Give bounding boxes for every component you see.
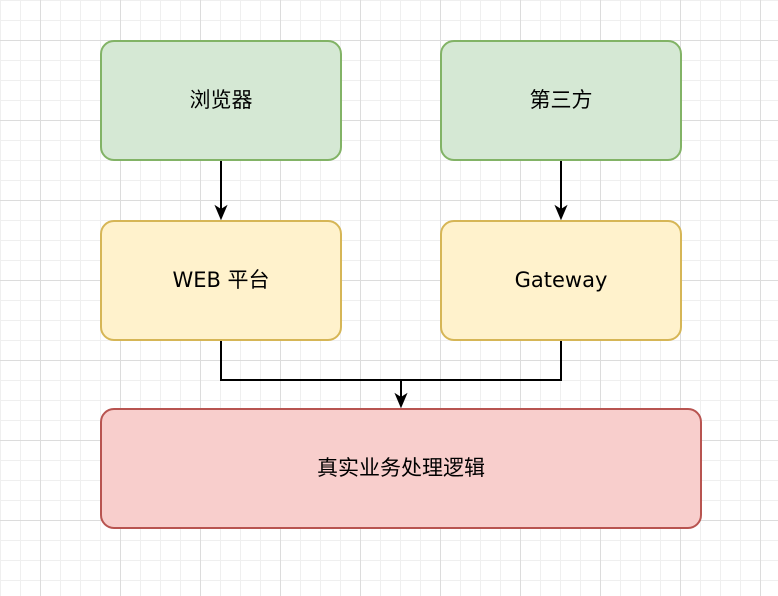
node-browser-label: 浏览器 xyxy=(189,88,253,112)
arrow-gateway-to-business-logic xyxy=(400,341,562,398)
arrowhead-business-logic xyxy=(394,392,408,409)
node-business-logic-label: 真实业务处理逻辑 xyxy=(317,456,485,480)
node-web-platform-label: WEB 平台 xyxy=(172,268,270,292)
node-business-logic: 真实业务处理逻辑 xyxy=(100,408,702,529)
node-third-party-label: 第三方 xyxy=(529,88,593,112)
node-web-platform: WEB 平台 xyxy=(100,220,342,341)
arrowhead-gateway xyxy=(554,204,568,221)
arrow-web-platform-to-business-logic xyxy=(220,341,402,398)
node-third-party: 第三方 xyxy=(440,40,682,161)
arrowhead-web-platform xyxy=(214,204,228,221)
node-gateway-label: Gateway xyxy=(514,268,608,292)
node-gateway: Gateway xyxy=(440,220,682,341)
node-browser: 浏览器 xyxy=(100,40,342,161)
